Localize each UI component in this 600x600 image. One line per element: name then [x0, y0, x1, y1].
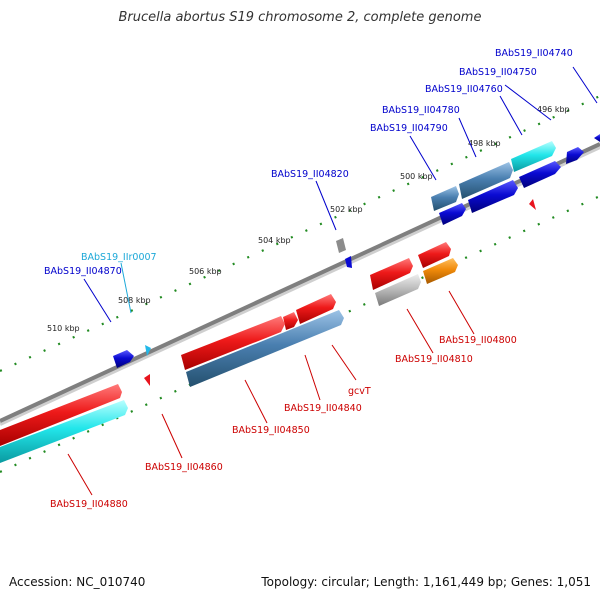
gene-shape-04760-blue[interactable] [519, 161, 561, 188]
gene-shape-04820[interactable] [336, 238, 346, 253]
gene-label-04850[interactable]: BAbS19_II04850 [232, 425, 310, 436]
gene-shape-04840[interactable] [283, 312, 298, 330]
leader-04850 [244, 379, 268, 424]
gene-shape-04790-steel[interactable] [431, 186, 459, 211]
leader-04860 [161, 413, 183, 459]
kbp-label-500: 500 kbp [400, 172, 433, 181]
leader-04740 [572, 66, 598, 104]
gene-shape-04780-blue[interactable] [468, 180, 518, 213]
gene-shape-04880-cyan[interactable] [0, 400, 128, 463]
gene-label-04760[interactable]: BAbS19_II04760 [425, 84, 503, 95]
gene-shape-gcvT[interactable] [296, 294, 336, 324]
gene-shape-04800-orange[interactable] [423, 258, 458, 284]
kbp-label-496: 496 kbp [537, 105, 570, 114]
kbp-label-506: 506 kbp [189, 267, 222, 276]
gene-shape-04740[interactable] [594, 134, 600, 142]
leader-04750 [504, 84, 552, 121]
gene-label-04810[interactable]: BAbS19_II04810 [395, 354, 473, 365]
leader-04820 [315, 180, 337, 231]
gene-shape-04750[interactable] [566, 147, 584, 164]
gene-label-04740[interactable]: BAbS19_II04740 [495, 48, 573, 59]
gene-shape-04820-arrow[interactable] [345, 256, 352, 268]
kbp-label-504: 504 kbp [258, 236, 291, 245]
gene-shape-04800-red[interactable] [418, 242, 451, 268]
kbp-label-508: 508 kbp [118, 296, 151, 305]
leader-04800 [448, 290, 475, 335]
accession-text: Accession: NC_010740 [9, 575, 146, 589]
gene-shape-04860[interactable] [144, 374, 150, 386]
gene-shape-04780-steel[interactable] [459, 162, 513, 199]
leader-04790 [409, 135, 437, 181]
gene-label-04840[interactable]: BAbS19_II04840 [284, 403, 362, 414]
gene-shape-steel-long[interactable] [186, 310, 344, 387]
gene-label-04790[interactable]: BAbS19_II04790 [370, 123, 448, 134]
gene-label-04750[interactable]: BAbS19_II04750 [459, 67, 537, 78]
gene-shape-04880-red[interactable] [0, 384, 122, 446]
leader-04780 [458, 117, 477, 158]
kbp-label-498: 498 kbp [468, 139, 501, 148]
leader-04810 [406, 308, 434, 354]
kbp-label-510: 510 kbp [47, 324, 80, 333]
gene-label-04780[interactable]: BAbS19_II04780 [382, 105, 460, 116]
gene-shape-04870[interactable] [113, 350, 134, 368]
gene-label-04880[interactable]: BAbS19_II04880 [50, 499, 128, 510]
leader-04880 [67, 453, 93, 496]
leader-04840 [304, 354, 321, 401]
gene-label-04800[interactable]: BAbS19_II04800 [439, 335, 517, 346]
kbp-label-502: 502 kbp [330, 205, 363, 214]
gene-shape-far-right-red[interactable] [529, 199, 536, 210]
topology-text: Topology: circular; Length: 1,161,449 bp… [261, 575, 591, 589]
leader-04760 [499, 95, 523, 136]
gene-label-04820[interactable]: BAbS19_II04820 [271, 169, 349, 180]
gene-shape-04810-gray[interactable] [375, 274, 421, 306]
map-title: Brucella abortus S19 chromosome 2, compl… [118, 10, 482, 25]
gene-shape-r0007[interactable] [145, 345, 151, 356]
gene-label-gcvT[interactable]: gcvT [348, 386, 371, 397]
gene-shape-04760-cyan[interactable] [511, 141, 556, 172]
gene-shape-04810-red[interactable] [370, 258, 413, 290]
leader-r0007 [120, 262, 132, 314]
leader-gcvT [331, 344, 357, 381]
gene-label-04860[interactable]: BAbS19_II04860 [145, 462, 223, 473]
gene-shape-04790-blue[interactable] [439, 203, 466, 225]
gene-label-r0007[interactable]: BAbS19_IIr0007 [81, 252, 157, 263]
leader-04870 [83, 278, 112, 323]
gene-label-04870[interactable]: BAbS19_II04870 [44, 266, 122, 277]
gene-shape-04850[interactable] [181, 316, 285, 370]
